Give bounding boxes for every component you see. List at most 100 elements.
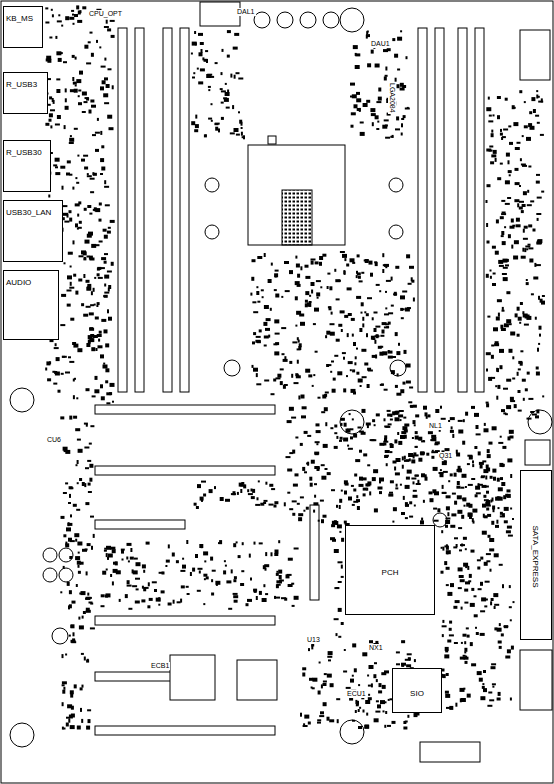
smd-pad bbox=[481, 475, 485, 477]
smd-pad bbox=[478, 484, 483, 486]
smd-pad bbox=[81, 250, 86, 254]
smd-pad bbox=[423, 406, 427, 410]
smd-pad bbox=[99, 203, 102, 206]
smd-pad bbox=[461, 698, 466, 702]
smd-pad bbox=[432, 489, 436, 493]
smd-pad bbox=[358, 709, 360, 712]
smd-pad bbox=[372, 355, 377, 358]
smd-pad bbox=[404, 460, 409, 462]
smd-pad bbox=[533, 229, 536, 232]
smd-pad bbox=[458, 430, 463, 434]
smd-pad bbox=[501, 213, 506, 215]
smd-pad bbox=[234, 128, 239, 132]
smd-pad bbox=[442, 547, 444, 551]
smd-pad bbox=[495, 251, 499, 255]
smd-pad bbox=[499, 564, 503, 566]
smd-pad bbox=[317, 722, 321, 724]
smd-pad bbox=[414, 424, 416, 426]
smd-pad bbox=[106, 84, 110, 88]
smd-pad bbox=[264, 305, 269, 309]
smd-pad bbox=[86, 306, 91, 308]
smd-pad bbox=[251, 496, 255, 499]
smd-pad bbox=[500, 216, 504, 219]
smd-pad bbox=[76, 5, 79, 9]
smd-pad bbox=[89, 213, 92, 215]
smd-pad bbox=[489, 442, 493, 445]
smd-pad bbox=[346, 687, 351, 689]
smd-pad bbox=[406, 364, 411, 368]
smd-pad bbox=[508, 160, 510, 164]
smd-pad bbox=[68, 719, 70, 723]
smd-pad bbox=[486, 553, 491, 555]
smd-pad bbox=[340, 310, 345, 313]
smd-pad bbox=[305, 303, 308, 307]
smd-pad bbox=[49, 113, 53, 117]
smd-pad bbox=[413, 298, 415, 302]
smd-pad bbox=[395, 417, 400, 421]
smd-pad bbox=[527, 204, 532, 206]
smd-pad bbox=[437, 508, 440, 512]
smd-pad bbox=[276, 584, 279, 588]
smd-pad bbox=[409, 266, 414, 269]
smd-pad bbox=[376, 101, 381, 103]
smd-pad bbox=[376, 334, 379, 338]
silkscreen-label: U13 bbox=[306, 636, 321, 644]
smd-pad bbox=[388, 699, 390, 701]
smd-pad bbox=[443, 471, 448, 473]
smd-pad bbox=[280, 381, 283, 385]
smd-pad bbox=[69, 142, 74, 144]
smd-pad bbox=[104, 550, 107, 552]
smd-pad bbox=[289, 508, 293, 510]
smd-pad bbox=[48, 78, 51, 80]
smd-pad bbox=[441, 530, 443, 533]
smd-pad bbox=[107, 115, 112, 119]
smd-pad bbox=[475, 627, 477, 629]
smd-pad bbox=[297, 503, 300, 505]
smd-pad bbox=[317, 719, 321, 721]
smd-pad bbox=[339, 531, 341, 533]
smd-pad bbox=[265, 482, 267, 485]
smd-pad bbox=[224, 560, 226, 562]
smd-pad bbox=[354, 474, 357, 477]
smd-pad bbox=[344, 423, 347, 427]
smd-pad bbox=[305, 369, 310, 373]
smd-pad bbox=[89, 110, 92, 114]
smd-pad bbox=[430, 498, 434, 502]
smd-pad bbox=[366, 333, 368, 337]
smd-pad bbox=[382, 322, 387, 325]
smd-pad bbox=[101, 145, 104, 148]
smd-pad bbox=[485, 476, 487, 480]
smd-pad bbox=[400, 389, 404, 393]
smd-pad bbox=[83, 314, 88, 317]
dimm-slots bbox=[118, 28, 484, 392]
smd-pad bbox=[142, 564, 146, 568]
smd-pad bbox=[70, 725, 75, 729]
smd-pad bbox=[366, 313, 369, 316]
smd-pad bbox=[84, 447, 89, 449]
smd-pad bbox=[82, 549, 87, 552]
smd-pad bbox=[425, 477, 428, 481]
smd-pad bbox=[264, 336, 269, 339]
smd-pad bbox=[47, 378, 51, 381]
smd-pad bbox=[220, 497, 224, 501]
smd-pad bbox=[297, 337, 299, 340]
smd-pad bbox=[79, 625, 84, 629]
smd-pad bbox=[311, 460, 315, 464]
smd-pad bbox=[72, 187, 74, 190]
smd-pad bbox=[387, 410, 391, 412]
smd-pad bbox=[316, 423, 320, 426]
smd-pad bbox=[86, 571, 88, 575]
smd-pad bbox=[104, 253, 108, 255]
smd-pad bbox=[400, 484, 402, 486]
smd-pad bbox=[445, 518, 450, 520]
smd-pad bbox=[384, 701, 387, 703]
smd-pad bbox=[533, 109, 536, 113]
smd-pad bbox=[363, 488, 367, 491]
smd-pad bbox=[486, 352, 491, 355]
smd-pad bbox=[401, 133, 403, 136]
smd-pad bbox=[414, 659, 416, 662]
smd-pad bbox=[73, 274, 76, 277]
smd-pad bbox=[530, 200, 534, 202]
smd-pad bbox=[388, 350, 390, 352]
